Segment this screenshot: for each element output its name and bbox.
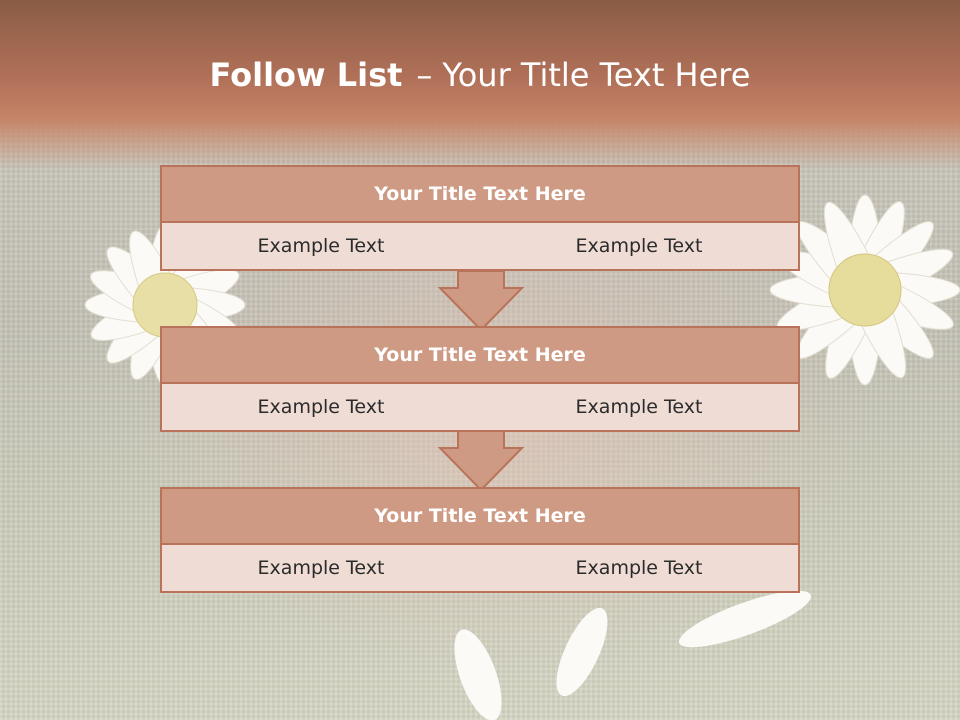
slide-title: Follow List–Your Title Text Here xyxy=(0,56,960,94)
header-band xyxy=(0,0,960,170)
petal xyxy=(454,629,502,720)
list-box-1: Your Title Text Here Example Text Exampl… xyxy=(160,165,800,271)
list-box-2: Your Title Text Here Example Text Exampl… xyxy=(160,326,800,432)
box-left-cell: Example Text xyxy=(162,545,482,591)
title-rest: Your Title Text Here xyxy=(442,56,751,94)
box-right-cell: Example Text xyxy=(480,223,798,269)
box-right-cell: Example Text xyxy=(480,545,798,591)
box-left-cell: Example Text xyxy=(162,384,482,430)
box-right-cell: Example Text xyxy=(480,384,798,430)
box-title: Your Title Text Here xyxy=(162,328,798,384)
daisy-flower-right xyxy=(769,194,960,386)
title-separator: – xyxy=(416,56,433,94)
title-bold: Follow List xyxy=(209,56,403,94)
box-title: Your Title Text Here xyxy=(162,167,798,223)
box-left-cell: Example Text xyxy=(162,223,482,269)
box-title: Your Title Text Here xyxy=(162,489,798,545)
list-box-3: Your Title Text Here Example Text Exampl… xyxy=(160,487,800,593)
down-arrow-icon xyxy=(437,430,525,492)
down-arrow-icon xyxy=(437,270,525,332)
petal xyxy=(678,590,812,648)
petal xyxy=(556,607,608,697)
